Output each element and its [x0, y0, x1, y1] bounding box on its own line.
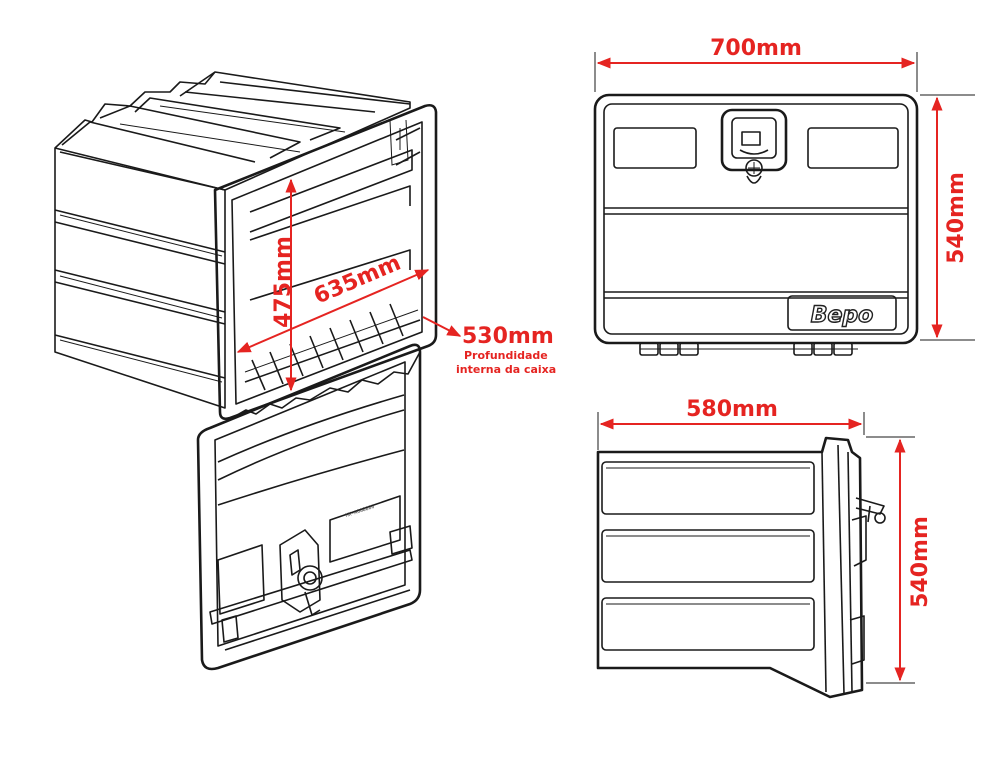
front-outer-frame: [593, 93, 919, 345]
dim-line-inner-depth: [422, 316, 462, 337]
front-lock: [720, 108, 788, 184]
box-hinge-band: [231, 351, 421, 419]
label-height-front: 540mm: [944, 172, 969, 264]
open-lid-inner: [214, 361, 406, 647]
front-dimensions: 700mm 540mm: [594, 36, 975, 341]
brand-logo: Bepo: [811, 303, 874, 328]
isometric-open-box: HK-A008880: [54, 71, 438, 671]
front-brand-badge: Bepo: [787, 295, 897, 331]
label-width-side: 580mm: [686, 397, 778, 422]
front-panel-left: [613, 127, 697, 169]
dim-line-inner-width: [236, 269, 430, 353]
label-height-side: 540mm: [908, 516, 933, 608]
label-depth-caption-line1: Profundidade: [464, 349, 548, 362]
lid-label-code: HK-A008880: [345, 504, 375, 519]
box-top-ribs: [59, 71, 411, 191]
label-depth-caption-line2: interna da caixa: [456, 363, 556, 376]
label-inner-depth: 530mm: [462, 324, 554, 349]
open-lid-outline: [196, 343, 422, 671]
side-key: [855, 497, 886, 524]
box-front-frame: [213, 103, 438, 421]
label-width-top: 700mm: [710, 36, 802, 61]
front-inner-frame: [603, 103, 909, 335]
front-hinges: [639, 342, 858, 356]
box-side-ribs: [54, 147, 226, 383]
front-panel-right: [807, 127, 899, 169]
side-rib-1: [601, 461, 815, 515]
lid-lock-mechanism: [279, 529, 323, 616]
side-view: [596, 436, 886, 699]
side-rib-3: [601, 597, 815, 651]
box-body-outline: [54, 71, 411, 409]
front-view: Bepo: [593, 93, 919, 356]
side-dimensions: 580mm 540mm: [597, 397, 933, 684]
label-inner-height: 475mm: [271, 236, 296, 328]
side-rib-2: [601, 529, 815, 583]
